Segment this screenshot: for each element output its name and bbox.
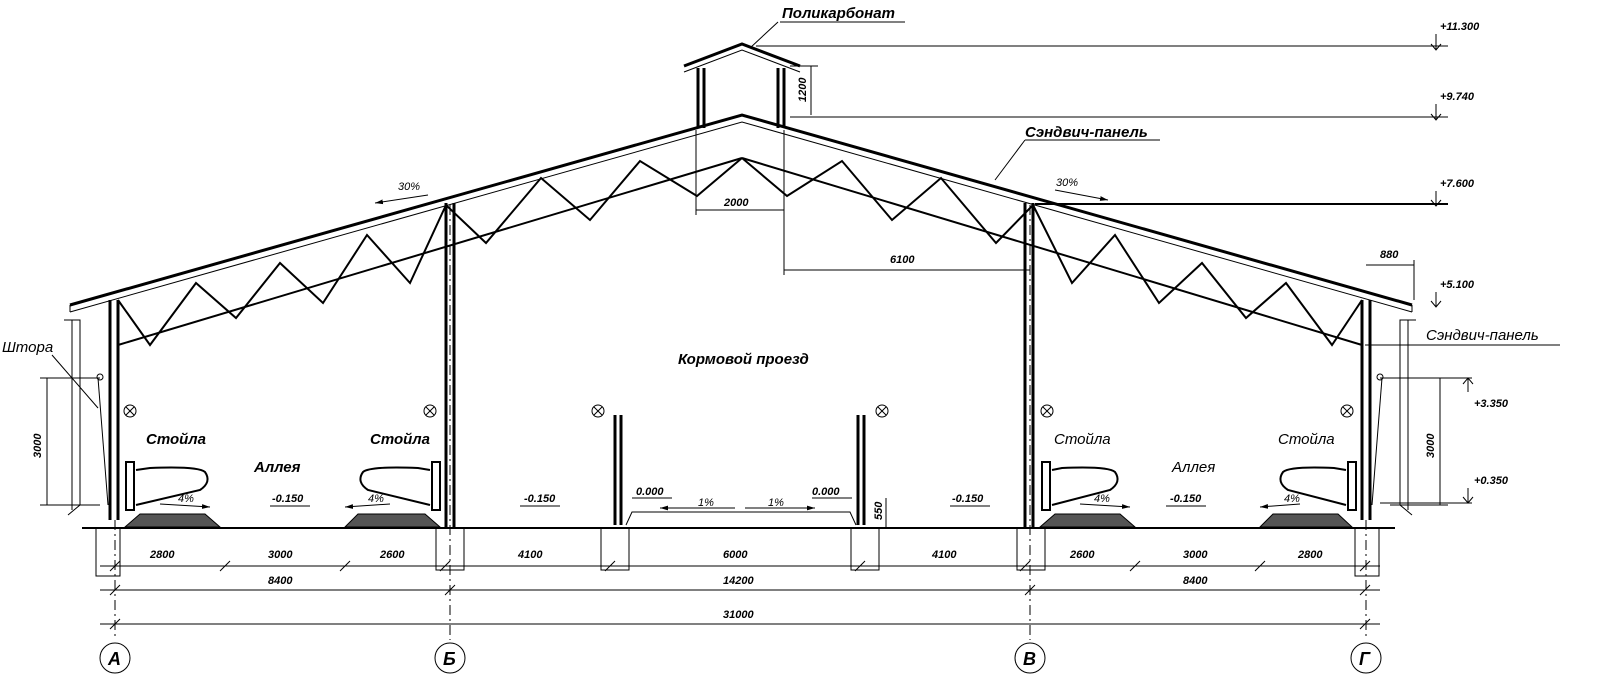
dim-curb: 550 [873,501,885,520]
axis-label-g: Г [1359,649,1371,669]
dim-row1: 2600 [1069,549,1095,561]
dim-skylight-width: 2000 [723,197,749,209]
label-curtain: Штора [2,339,53,356]
label-polycarbonate: Поликарбонат [782,5,895,22]
label-sandwich-roof: Сэндвич-панель [1025,124,1148,141]
elevation-lines [270,34,1474,507]
elevation-ridge-top: +11.300 [1440,21,1480,33]
bedding [123,513,1354,528]
dimension-values: 1200 2000 6100 880 3000 3000 550 2800 30… [32,77,1437,621]
leader-lines [51,21,1560,409]
dim-row1: 2800 [149,549,175,561]
dim-skylight-height: 1200 [797,77,809,102]
elevation-curtain-bottom: +0.350 [1474,475,1509,487]
dim-row1: 4100 [517,549,543,561]
axis-lines [114,205,1367,640]
elevation-floor: -0.150 [952,493,984,505]
dim-row1: 3000 [268,549,293,561]
axis-label-a: А [107,649,121,669]
dim-row1: 4100 [931,549,957,561]
label-stalls: Стойла [146,431,206,448]
axis-label-b: Б [443,649,456,669]
fan-icon [123,404,137,418]
elevation-truss: +7.600 [1440,178,1475,190]
axis-labels: А Б В Г [107,649,1371,669]
elevation-ridge: +9.740 [1440,91,1475,103]
label-stalls: Стойла [1278,431,1335,448]
dim-half-span: 6100 [890,254,915,266]
fan-icon [423,404,437,418]
slope-roof-right: 30% [1056,177,1078,189]
fan-icon [1340,404,1354,418]
skylight [683,42,801,128]
columns [108,203,1372,528]
left-wall [64,319,109,516]
text-labels: Поликарбонат Сэндвич-панель Сэндвич-пане… [2,5,1539,476]
slope-roof-left: 30% [398,181,420,193]
elevation-values: +11.300 +9.740 +7.600 +5.100 +3.350 +0.3… [272,21,1509,505]
elevation-eave: +5.100 [1440,279,1475,291]
slope-stall: 4% [1094,493,1110,505]
label-alley: Аллея [1171,459,1215,476]
elevation-feed-right: 0.000 [812,486,840,498]
stall-frames [125,461,1357,511]
slope-stall: 4% [1284,493,1300,505]
axis-label-v: В [1023,649,1036,669]
fan-icon [591,404,605,418]
elevation-floor: -0.150 [524,493,556,505]
label-sandwich-wall: Сэндвич-панель [1426,327,1539,344]
dimension-lines [40,65,1448,630]
dim-row1: 2800 [1297,549,1323,561]
right-wall [1371,319,1416,516]
dim-row1: 6000 [723,549,748,561]
elevation-curtain-top: +3.350 [1474,398,1509,410]
label-alley: Аллея [253,459,301,476]
slope-stall: 4% [368,493,384,505]
truss-left [117,157,743,347]
fan-icons [123,404,1354,418]
roof [69,113,1413,313]
slope-feed-left: 1% [698,497,714,509]
elevation-feed-left: 0.000 [636,486,664,498]
slope-feed-right: 1% [768,497,784,509]
feed-passage [613,415,866,526]
slope-values: 30% 30% 1% 1% 4% 4% 4% 4% [178,177,1300,509]
dim-wall-right: 3000 [1425,433,1437,458]
label-stalls: Стойла [370,431,430,448]
axis-bubbles [99,642,1382,674]
slope-arrows [159,189,1301,511]
elevation-floor: -0.150 [1170,493,1202,505]
dim-row2: 8400 [1183,575,1208,587]
dim-row2: 14200 [723,575,754,587]
dim-row2: 8400 [268,575,293,587]
dim-wall-left: 3000 [32,433,44,458]
dim-overhang: 880 [1380,249,1399,261]
fan-icon [875,404,889,418]
label-feed-passage: Кормовой проезд [678,351,809,368]
dim-row1: 3000 [1183,549,1208,561]
fan-icon [1040,404,1054,418]
slope-stall: 4% [178,493,194,505]
dim-total: 31000 [723,609,754,621]
elevation-floor: -0.150 [272,493,304,505]
truss-right [741,157,1363,347]
dim-row1: 2600 [379,549,405,561]
label-stalls: Стойла [1054,431,1111,448]
